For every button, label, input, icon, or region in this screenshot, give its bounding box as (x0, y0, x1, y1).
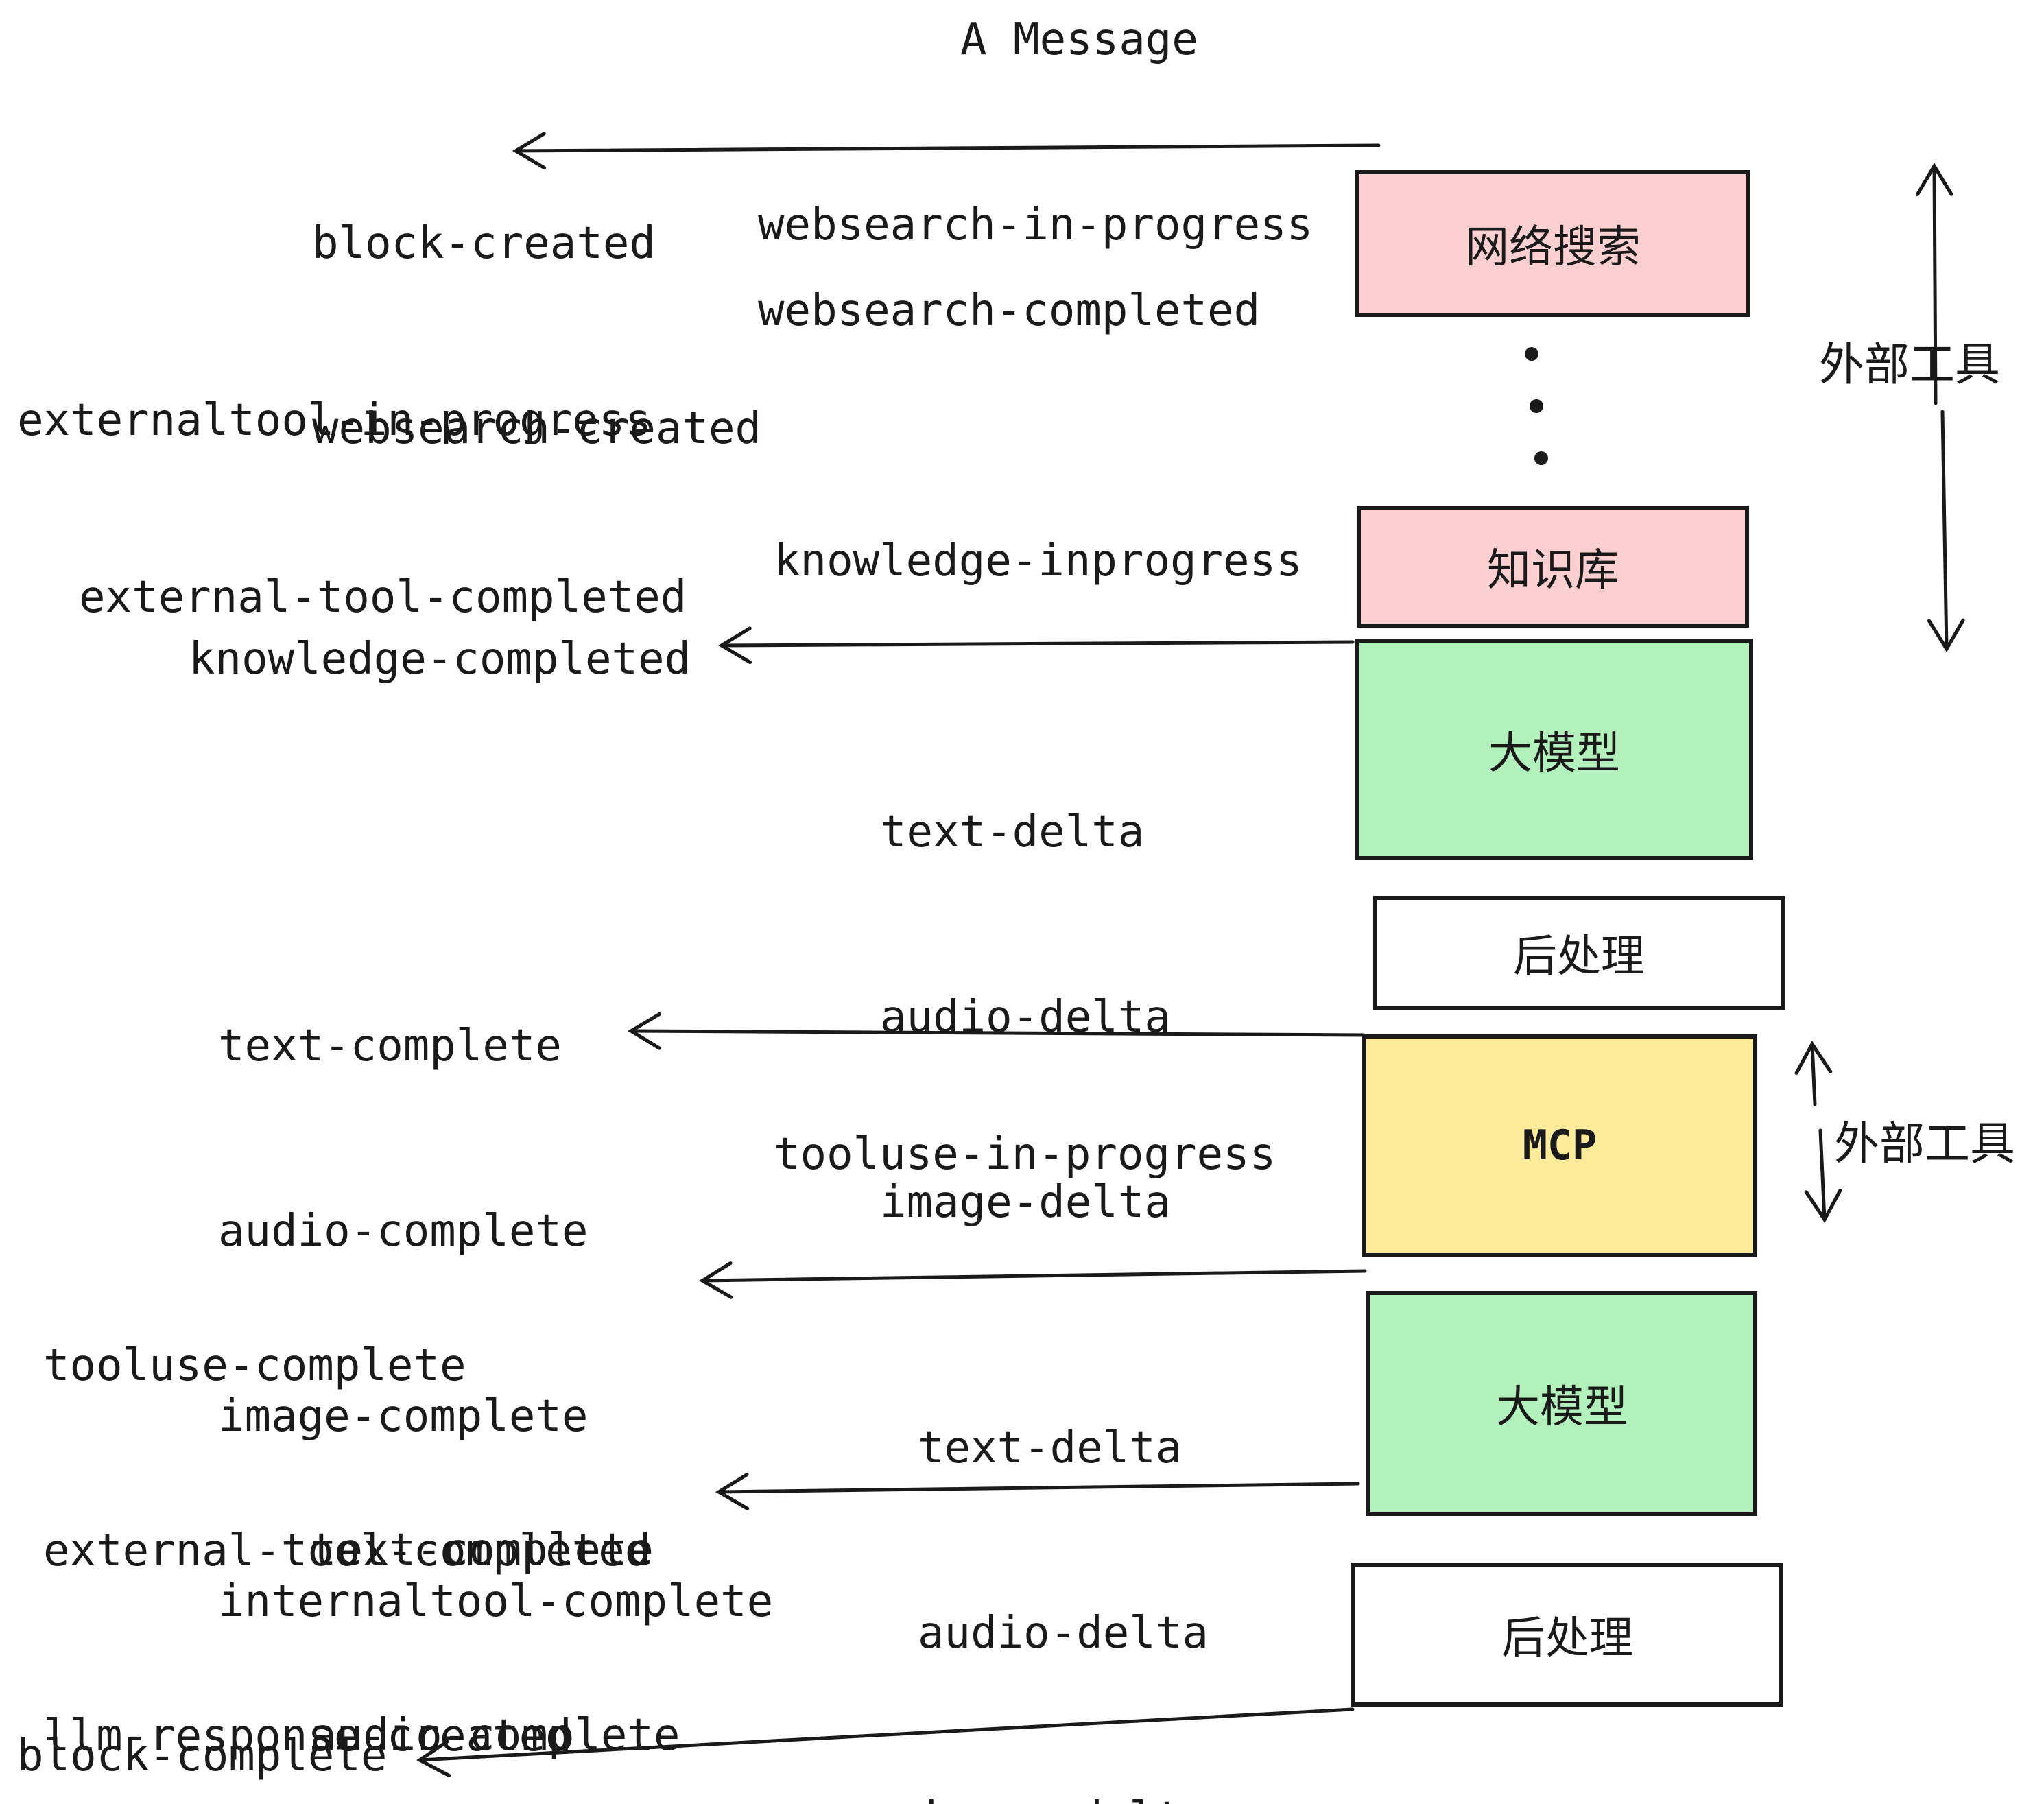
node-websearch: 网络搜索 (1355, 170, 1750, 317)
event-internaltool-complete: internaltool-complete (218, 1576, 774, 1627)
event-external-tool-completed-2: external-tool-completed (43, 1526, 652, 1576)
event-block-created: block-created (312, 218, 656, 269)
external-tools-label-1: 外部工具 (1819, 338, 2000, 391)
ellipsis-dots (1525, 347, 1548, 465)
diagram-title: A Message (960, 14, 1198, 65)
event-text-complete: text-complete (218, 1021, 562, 1071)
event-llm-response-created: llm-response-created (43, 1711, 572, 1761)
node-postprocess-1-label: 后处理 (1513, 931, 1645, 982)
event-knowledge-completed: knowledge-completed (189, 634, 691, 685)
node-llm-1: 大模型 (1355, 639, 1753, 860)
event-tooluse-in-progress: tooluse-in-progress (774, 1129, 1276, 1180)
event-group-complete-1: text-complete audio-complete image-compl… (218, 892, 773, 1756)
external-tools-2-down-arrow (1804, 1128, 1842, 1224)
event-block-complete: block-complete (17, 1731, 388, 1781)
ellipsis-dot (1530, 399, 1543, 413)
external-tools-1-down-arrow (1927, 410, 1965, 653)
event-audio-complete: audio-complete (218, 1206, 589, 1257)
event-audio-delta: audio-delta (880, 992, 1171, 1043)
node-postprocess-2-label: 后处理 (1501, 1613, 1633, 1664)
event-image-delta-2: image-delta (918, 1788, 1209, 1804)
event-tooluse-complete: tooluse-complete (43, 1340, 466, 1391)
event-externaltool-in-progress: externaltool-in-progress (17, 395, 652, 446)
node-llm-2-label: 大模型 (1496, 1382, 1628, 1433)
event-websearch-created: websearch-created (312, 403, 762, 454)
event-external-tool-completed: external-tool-completed (79, 572, 687, 623)
node-llm-1-label: 大模型 (1488, 728, 1620, 779)
node-mcp-label: MCP (1522, 1121, 1597, 1170)
event-websearch-in-progress: websearch-in-progress (758, 200, 1314, 250)
event-group-created: block-created websearch-created (312, 89, 761, 583)
event-audio-delta-2: audio-delta (918, 1608, 1209, 1659)
event-text-delta-2: text-delta (918, 1423, 1183, 1473)
event-audio-complete-2: audio-complete (310, 1710, 680, 1761)
event-text-complete-2: text-complete (310, 1525, 654, 1576)
event-group-delta-1: text-delta audio-delta image-delta (880, 678, 1171, 1357)
node-postprocess-2: 后处理 (1351, 1563, 1783, 1707)
event-image-complete: image-complete (218, 1391, 589, 1442)
event-group-complete-2: text-complete audio-complete image-compl… (310, 1396, 865, 1804)
ellipsis-dot (1534, 451, 1548, 465)
external-tools-label-2: 外部工具 (1834, 1117, 2015, 1170)
external-tools-2-up-arrow (1794, 1040, 1833, 1106)
arrow-to-knowledge-completed (717, 626, 1355, 665)
event-websearch-completed: websearch-completed (758, 285, 1261, 336)
event-group-tooluse-complete: tooluse-complete external-tool-completed… (43, 1211, 651, 1804)
ellipsis-dot (1525, 347, 1538, 361)
event-image-delta: image-delta (880, 1177, 1171, 1228)
event-group-delta-2: text-delta audio-delta image-delta (918, 1294, 1209, 1804)
event-text-delta: text-delta (880, 807, 1145, 857)
node-knowledge: 知识库 (1357, 506, 1749, 628)
node-mcp: MCP (1362, 1034, 1757, 1257)
node-llm-2: 大模型 (1366, 1291, 1757, 1516)
node-postprocess-1: 后处理 (1373, 896, 1785, 1010)
node-websearch-label: 网络搜索 (1465, 222, 1641, 273)
event-knowledge-inprogress: knowledge-inprogress (774, 536, 1303, 586)
node-knowledge-label: 知识库 (1487, 545, 1619, 596)
